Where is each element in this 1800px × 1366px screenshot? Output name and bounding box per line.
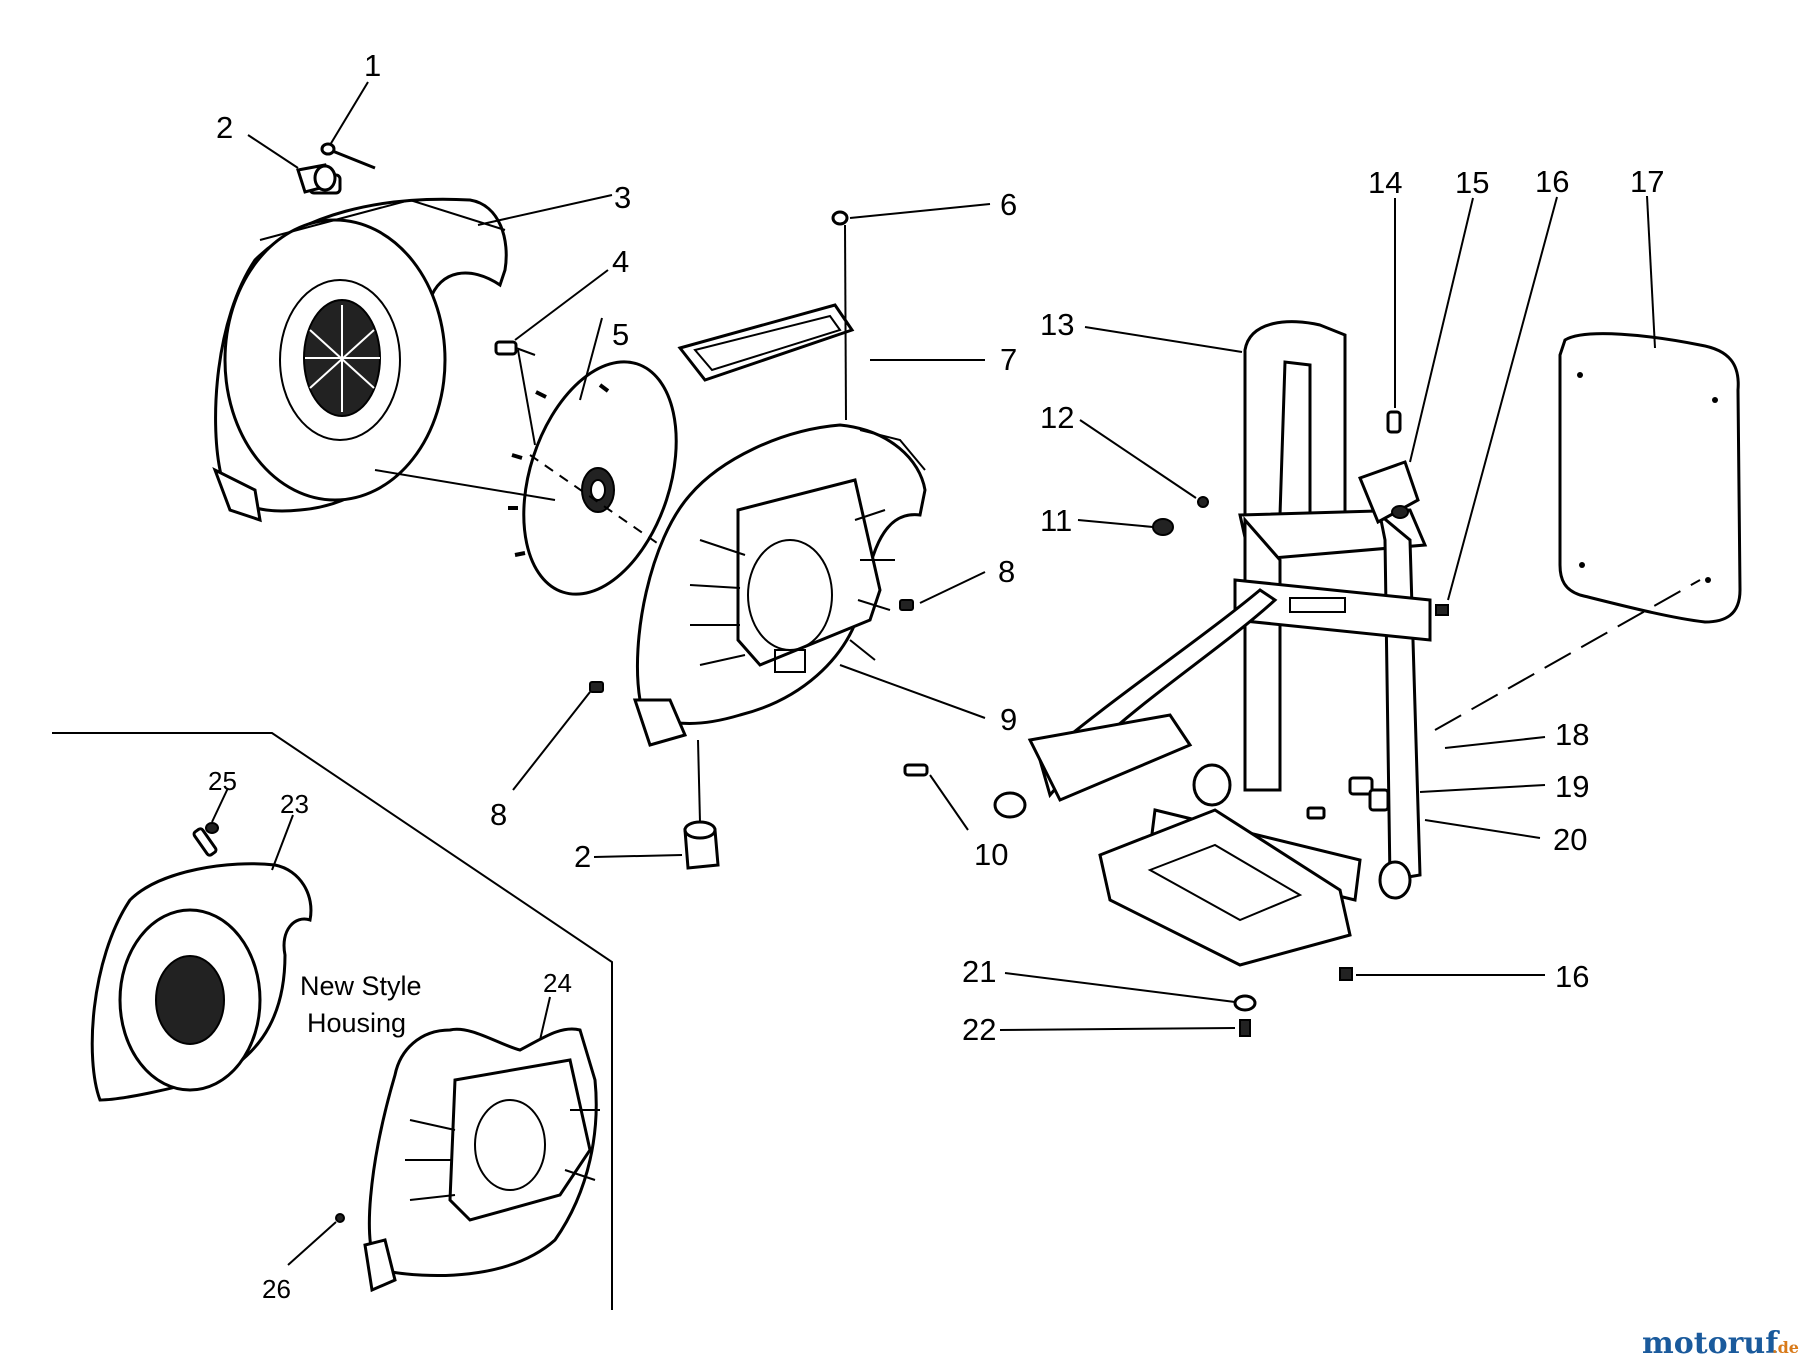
scroll-cover-plate [677, 303, 855, 382]
back-pad [1558, 332, 1742, 624]
callout-22: 22 [962, 1012, 996, 1047]
callout-6: 6 [1000, 187, 1017, 222]
knob-part-2-bottom [683, 739, 720, 870]
washer-part-12 [1197, 496, 1209, 508]
callout-11: 11 [1040, 503, 1072, 538]
nut-part-8-left [589, 681, 604, 693]
callout-21: 21 [962, 954, 996, 989]
callout-23: 23 [280, 789, 309, 819]
callout-19: 19 [1555, 769, 1589, 804]
new-style-housing-24 [363, 1027, 600, 1293]
watermark-logo: motoruf .de [1642, 1326, 1799, 1361]
callout-16-top: 16 [1535, 164, 1569, 199]
callout-4: 4 [612, 244, 629, 279]
callout-1: 1 [364, 48, 381, 83]
callout-7: 7 [1000, 342, 1017, 377]
callout-labels: 1 2 3 4 5 6 7 8 9 8 2 10 13 14 15 16 17 … [208, 48, 1664, 1304]
inset-caption-line1: New Style [300, 971, 422, 1001]
inset-caption-line2: Housing [307, 1008, 406, 1038]
screw-part-6 [831, 210, 849, 421]
clamp-part-15 [1358, 460, 1420, 525]
knob-part-2-top [296, 163, 337, 194]
callout-2-bottom: 2 [574, 839, 591, 874]
nut-part-16-bottom [1339, 967, 1353, 981]
callout-14: 14 [1368, 165, 1402, 200]
callout-15: 15 [1455, 165, 1489, 200]
screw-part-1 [320, 142, 376, 170]
backpack-frame [993, 320, 1432, 967]
new-style-cover-23 [90, 827, 313, 1102]
callout-2-top: 2 [216, 110, 233, 145]
leader-lines [211, 81, 1701, 1266]
callout-8-left: 8 [490, 797, 507, 832]
callout-17: 17 [1630, 164, 1664, 199]
watermark-suffix: .de [1772, 1338, 1799, 1357]
screw-part-14 [1386, 410, 1402, 434]
blower-housing-cover [212, 173, 508, 523]
screw-part-22 [1239, 1019, 1251, 1037]
bolt-part-4 [494, 340, 536, 356]
callout-20: 20 [1553, 822, 1587, 857]
nut-part-26 [335, 1213, 345, 1223]
impeller [508, 360, 678, 596]
screw-part-10 [903, 763, 929, 777]
callout-8-right: 8 [998, 554, 1015, 589]
callout-24: 24 [543, 968, 572, 998]
callout-12: 12 [1040, 400, 1074, 435]
nut-part-8-right [899, 599, 914, 611]
callout-3: 3 [614, 180, 631, 215]
watermark-brand: motoruf [1642, 1326, 1780, 1361]
callout-25: 25 [208, 766, 237, 796]
washer-part-21 [1233, 994, 1257, 1012]
screw-part-25 [205, 822, 219, 834]
nut-part-11 [1152, 518, 1174, 536]
callout-13: 13 [1040, 307, 1074, 342]
callout-16-bottom: 16 [1555, 959, 1589, 994]
callout-18: 18 [1555, 717, 1589, 752]
callout-10: 10 [974, 837, 1008, 872]
callout-9: 9 [1000, 702, 1017, 737]
bracket-parts-18-20 [1306, 776, 1390, 820]
callout-5: 5 [612, 317, 629, 352]
nut-part-16-top [1435, 604, 1449, 616]
callout-26: 26 [262, 1274, 291, 1304]
new-style-housing-inset [52, 732, 613, 1310]
fan-housing [632, 423, 927, 747]
